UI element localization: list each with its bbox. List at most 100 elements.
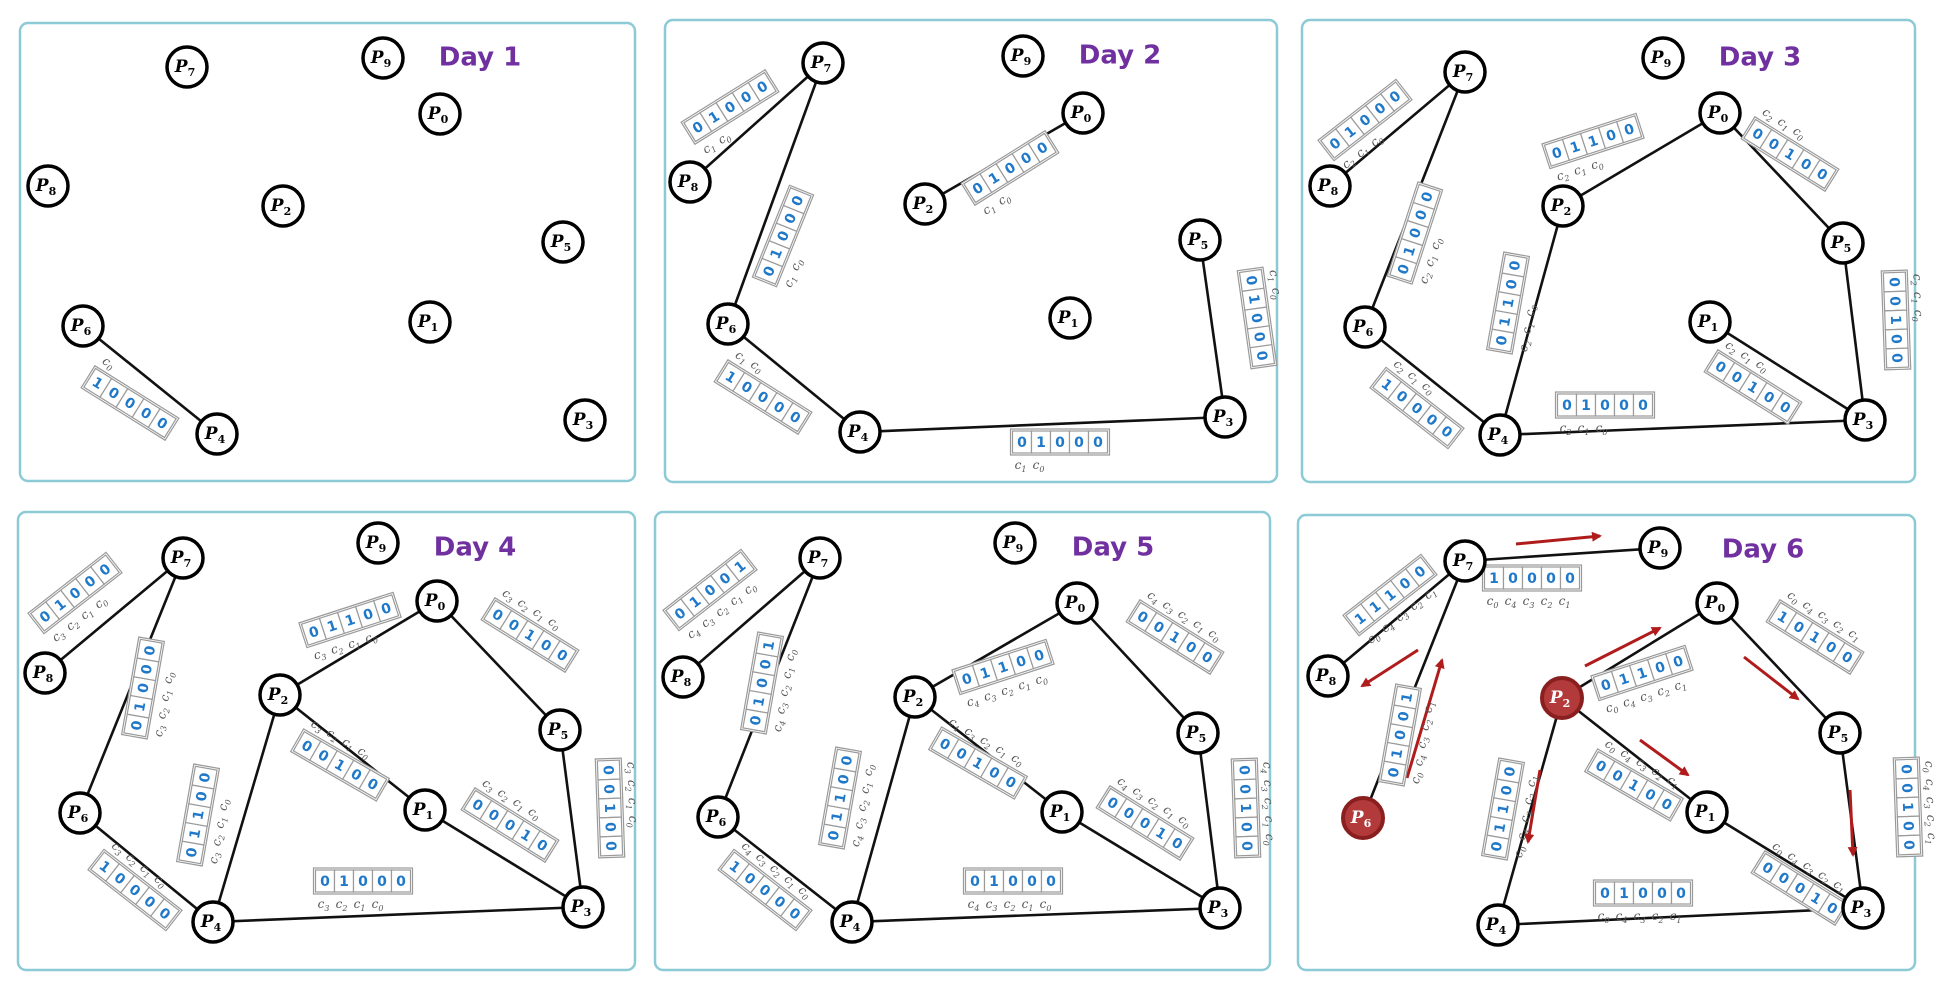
bit-value: 0 (142, 644, 159, 657)
bit-value: 1 (1899, 802, 1915, 812)
node-circle (1685, 790, 1729, 834)
bit-cell (1412, 183, 1441, 211)
channel-label: c1 (1260, 816, 1276, 828)
bit-value: 1 (1489, 571, 1499, 587)
panel-title: Day 4 (434, 533, 516, 563)
node-p0: P0 (415, 579, 459, 623)
bit-value: 0 (1600, 886, 1610, 902)
bit-cell (1379, 81, 1411, 112)
panel-title: Day 6 (1722, 535, 1804, 565)
node-circle (1048, 296, 1092, 340)
bit-value: 1 (761, 640, 778, 652)
node-circle (1001, 34, 1045, 78)
node-circle (195, 412, 239, 456)
bit-value: 0 (1676, 886, 1686, 902)
bit-value: 0 (1619, 398, 1629, 414)
edge-p1-p3 (1709, 320, 1866, 422)
bit-value: 0 (602, 841, 618, 852)
edge-p5-p0 (1716, 602, 1841, 734)
channel-label: c4 (1616, 909, 1628, 925)
node-circle (1638, 526, 1682, 570)
bit-cell (1664, 647, 1692, 676)
bit-value: 1 (1389, 748, 1406, 760)
bit-value: 0 (970, 874, 980, 890)
panel-border (16, 510, 637, 972)
channel-label: c0 (624, 816, 640, 828)
node-circle (23, 651, 67, 695)
bit-cell (1025, 641, 1053, 670)
node-p9: P9 (993, 521, 1037, 565)
flow-arrow (1524, 769, 1542, 844)
bit-value: 1 (601, 803, 617, 813)
channel-label: c0 (1920, 761, 1936, 773)
node-p9: P9 (356, 521, 400, 565)
node-circle (1203, 395, 1247, 439)
bit-cell (780, 401, 810, 433)
node-circle (903, 182, 947, 226)
node-p8: P8 (26, 164, 70, 208)
edge-p1-p3 (1706, 810, 1864, 910)
edge-p7-p8 (689, 62, 824, 183)
bit-cell (1559, 566, 1581, 590)
channel-label: c2 (1560, 421, 1572, 437)
node-circle (661, 655, 705, 699)
channel-label: c2 (1541, 594, 1553, 610)
bit-cell (89, 554, 121, 585)
bit-value: 0 (1565, 571, 1575, 587)
bit-cell (390, 869, 412, 893)
node-p3: P3 (563, 398, 607, 442)
bit-value: 0 (1494, 334, 1511, 347)
bit-value: 0 (1499, 784, 1516, 797)
bit-value: 0 (396, 874, 406, 890)
bit-value: 0 (1027, 874, 1037, 890)
node-p4: P4 (195, 412, 239, 456)
bit-value: 0 (197, 771, 214, 784)
bit-value: 0 (1502, 765, 1519, 778)
node-p2: P2 (903, 182, 947, 226)
node-circle (538, 708, 582, 752)
node-p3: P3 (1843, 398, 1887, 442)
channel-label: c1 (1909, 292, 1925, 304)
edge-p1-p3 (1061, 810, 1221, 910)
edge-p2-p4 (1498, 205, 1565, 436)
bit-cell (1249, 344, 1276, 368)
node-p1: P1 (1688, 300, 1732, 344)
node-circle (668, 160, 712, 204)
channel-label: c4 (968, 897, 980, 913)
channel-label: c1 (1670, 909, 1682, 925)
node-circle (261, 184, 305, 228)
channel-label: c2 (1004, 897, 1016, 913)
bit-cell (372, 594, 400, 623)
bit-value: 0 (1236, 765, 1252, 776)
node-p6: P6 (61, 304, 105, 348)
node-circle (1443, 539, 1487, 583)
edge-p6-p4 (1364, 325, 1501, 437)
panel-title: Day 1 (439, 43, 521, 73)
bit-value: 1 (1887, 315, 1903, 325)
node-p2: P2 (261, 184, 305, 228)
channel-label: c3 (318, 897, 330, 913)
node-p4: P4 (1476, 903, 1520, 947)
node-p4: P4 (838, 410, 882, 454)
bit-value: 1 (187, 828, 204, 840)
channel-label: c2 (336, 897, 348, 913)
bit-value: 0 (1507, 259, 1524, 272)
node-circle (191, 900, 235, 944)
bit-value: 0 (139, 663, 156, 676)
bit-cell (1431, 416, 1463, 447)
bit-cell (1393, 685, 1420, 710)
bit-value: 1 (1492, 822, 1509, 834)
bit-cell (1632, 393, 1654, 417)
node-p5: P5 (1821, 221, 1865, 265)
node-circle (541, 220, 585, 264)
